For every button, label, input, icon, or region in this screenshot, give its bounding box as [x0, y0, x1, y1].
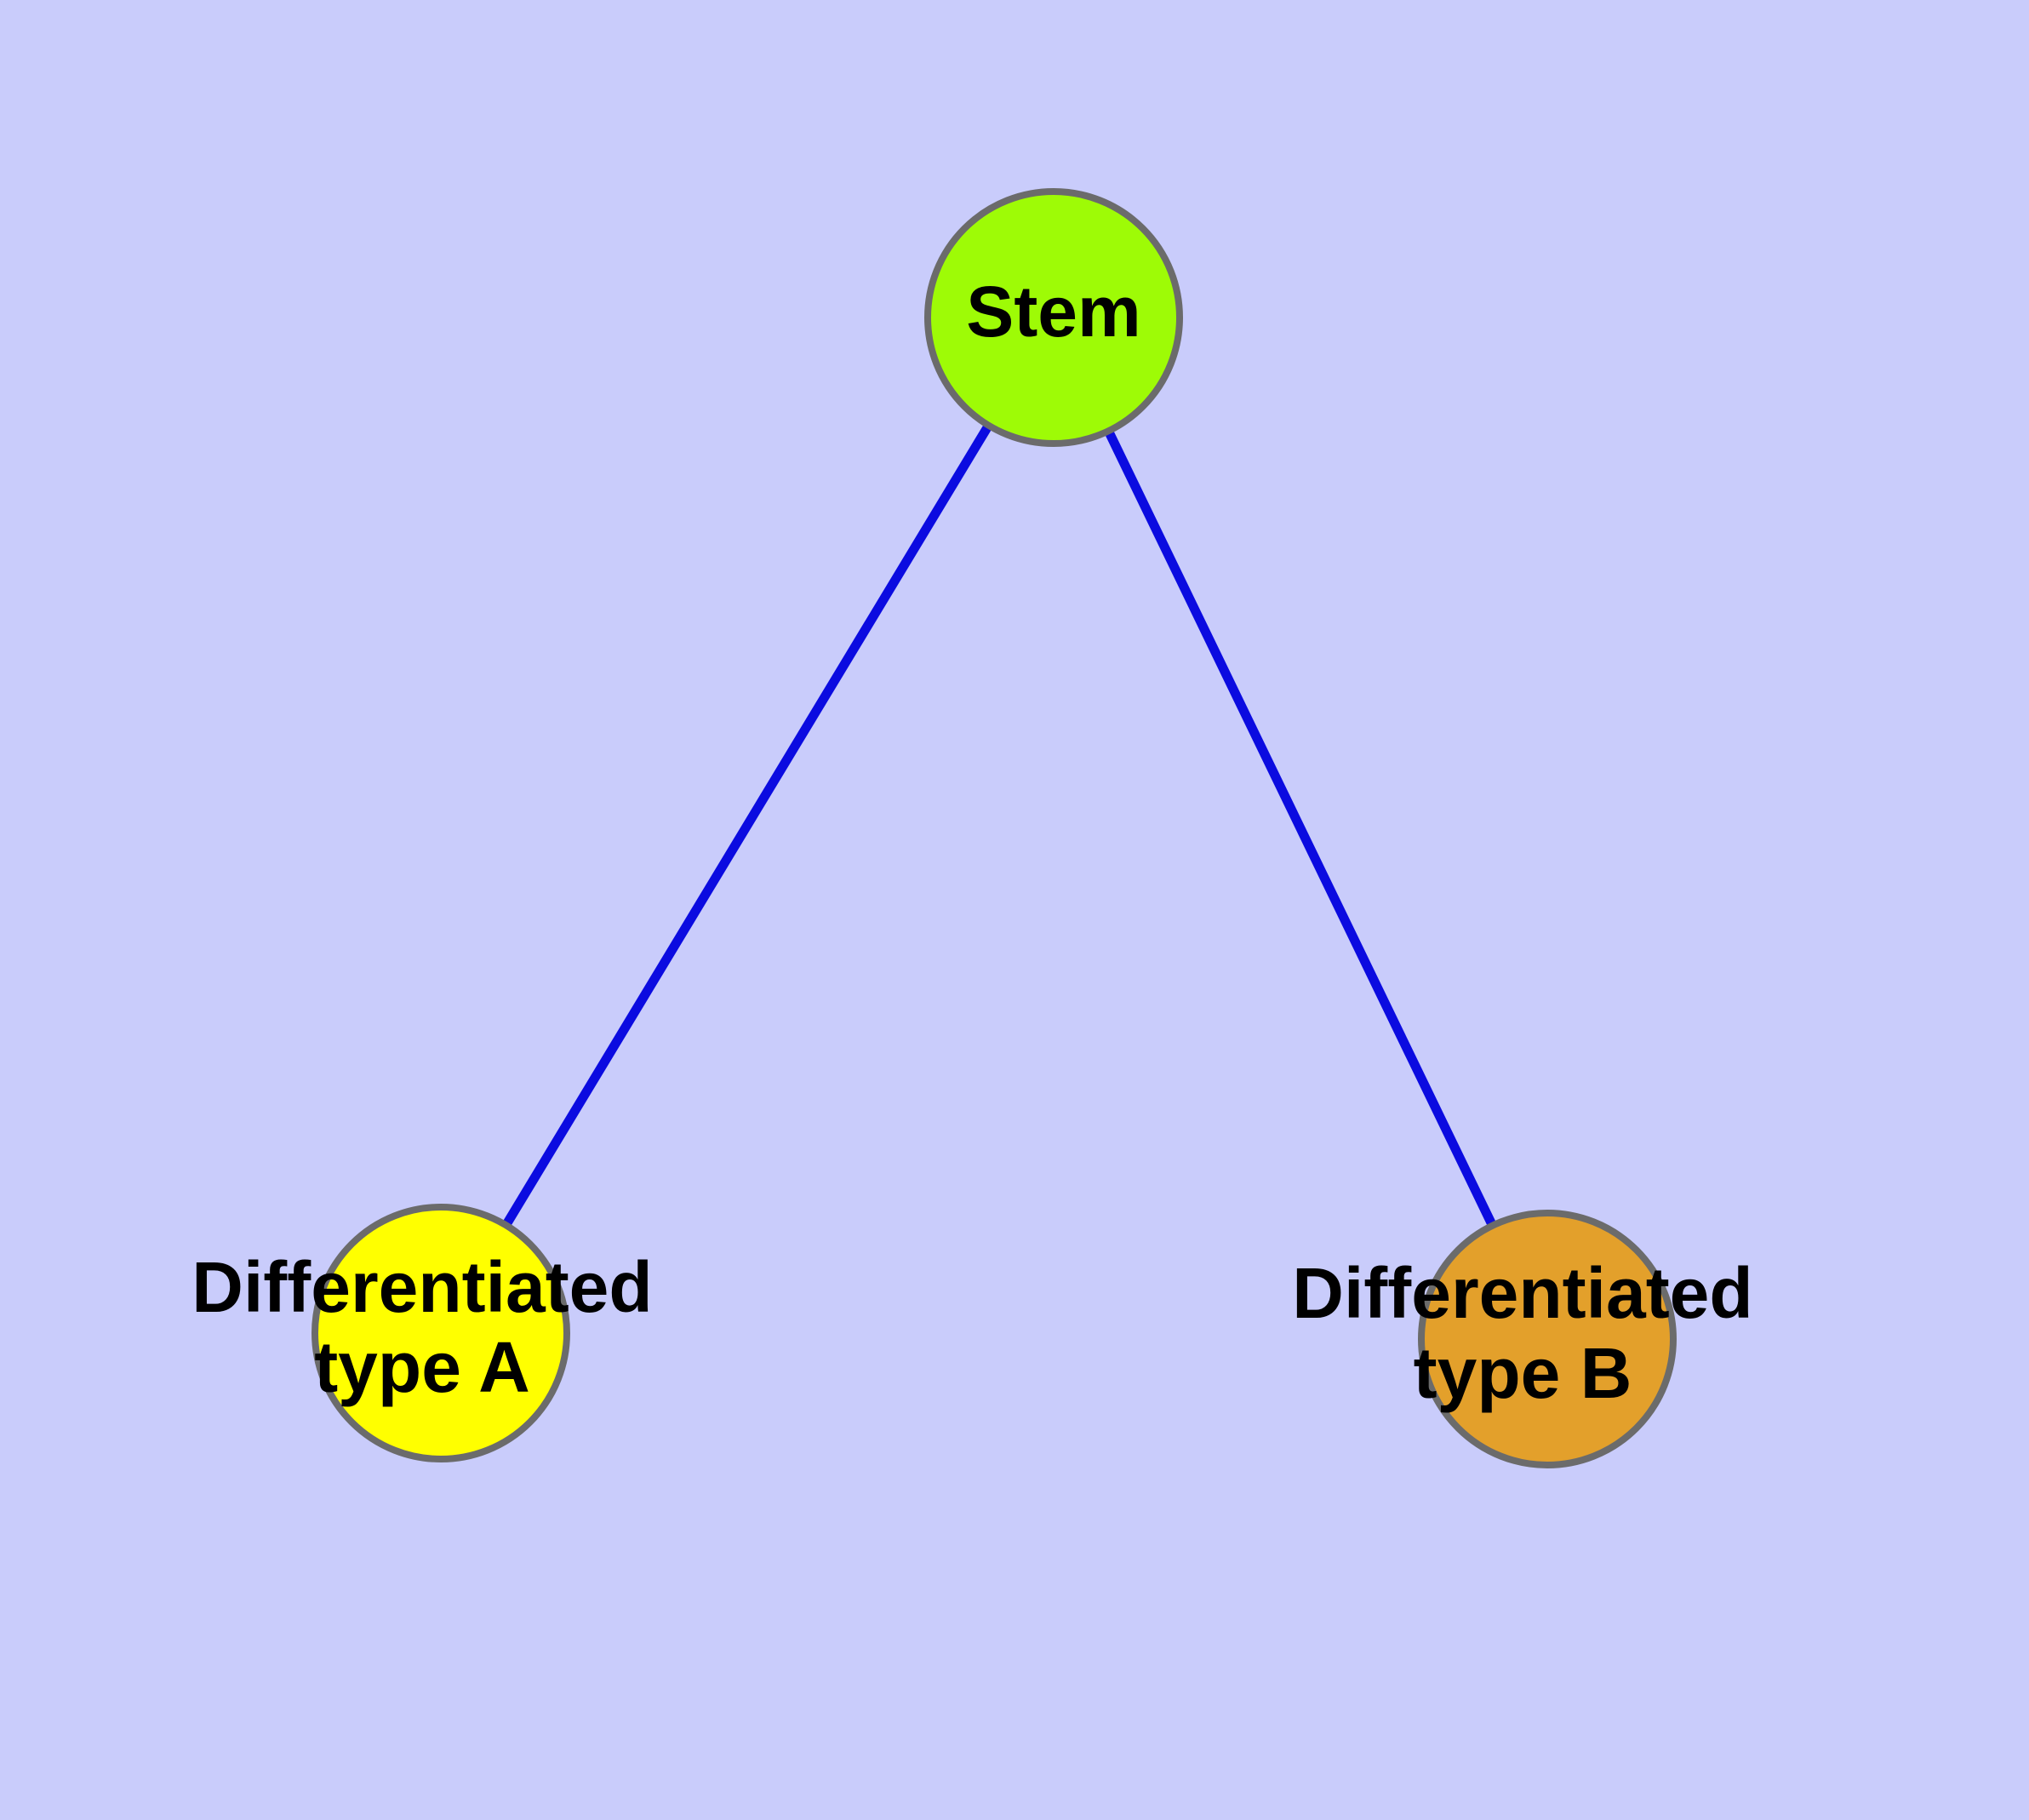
- node-label-stem: Stem: [966, 272, 1140, 352]
- node-circle-diff-a[interactable]: [311, 1204, 570, 1462]
- node-stem[interactable]: Stem: [924, 188, 1183, 447]
- edge-stem-to-diff-a: [502, 424, 992, 1227]
- node-circle-stem[interactable]: [924, 188, 1183, 447]
- edge-layer: [502, 424, 1496, 1227]
- node-label-line: Differentiated: [1292, 1253, 1752, 1333]
- node-label-line: Differentiated: [191, 1247, 652, 1327]
- node-label-line: type A: [314, 1327, 530, 1407]
- node-label-line: type B: [1414, 1333, 1632, 1413]
- node-label-line: Stem: [966, 272, 1140, 352]
- edge-stem-to-diff-b: [1105, 430, 1496, 1227]
- node-circle-diff-b[interactable]: [1418, 1210, 1677, 1468]
